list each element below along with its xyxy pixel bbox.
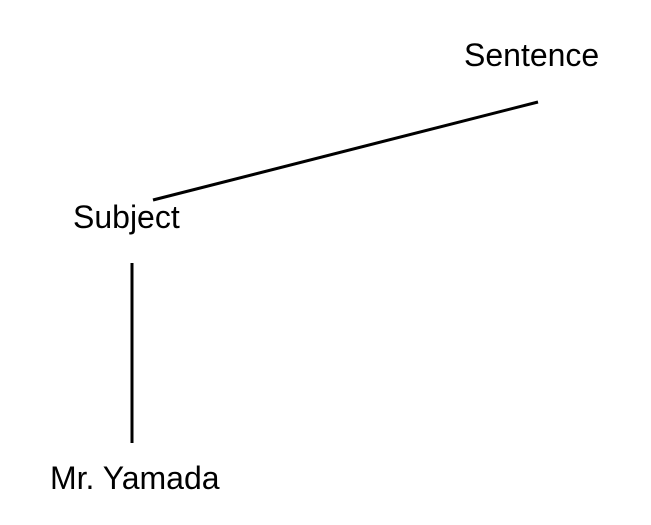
node-sentence-label: Sentence — [464, 37, 600, 73]
edge-sentence-subject — [152, 100, 539, 202]
node-mr-yamada-label: Mr. Yamada — [50, 460, 220, 496]
node-subject-label: Subject — [73, 199, 180, 235]
